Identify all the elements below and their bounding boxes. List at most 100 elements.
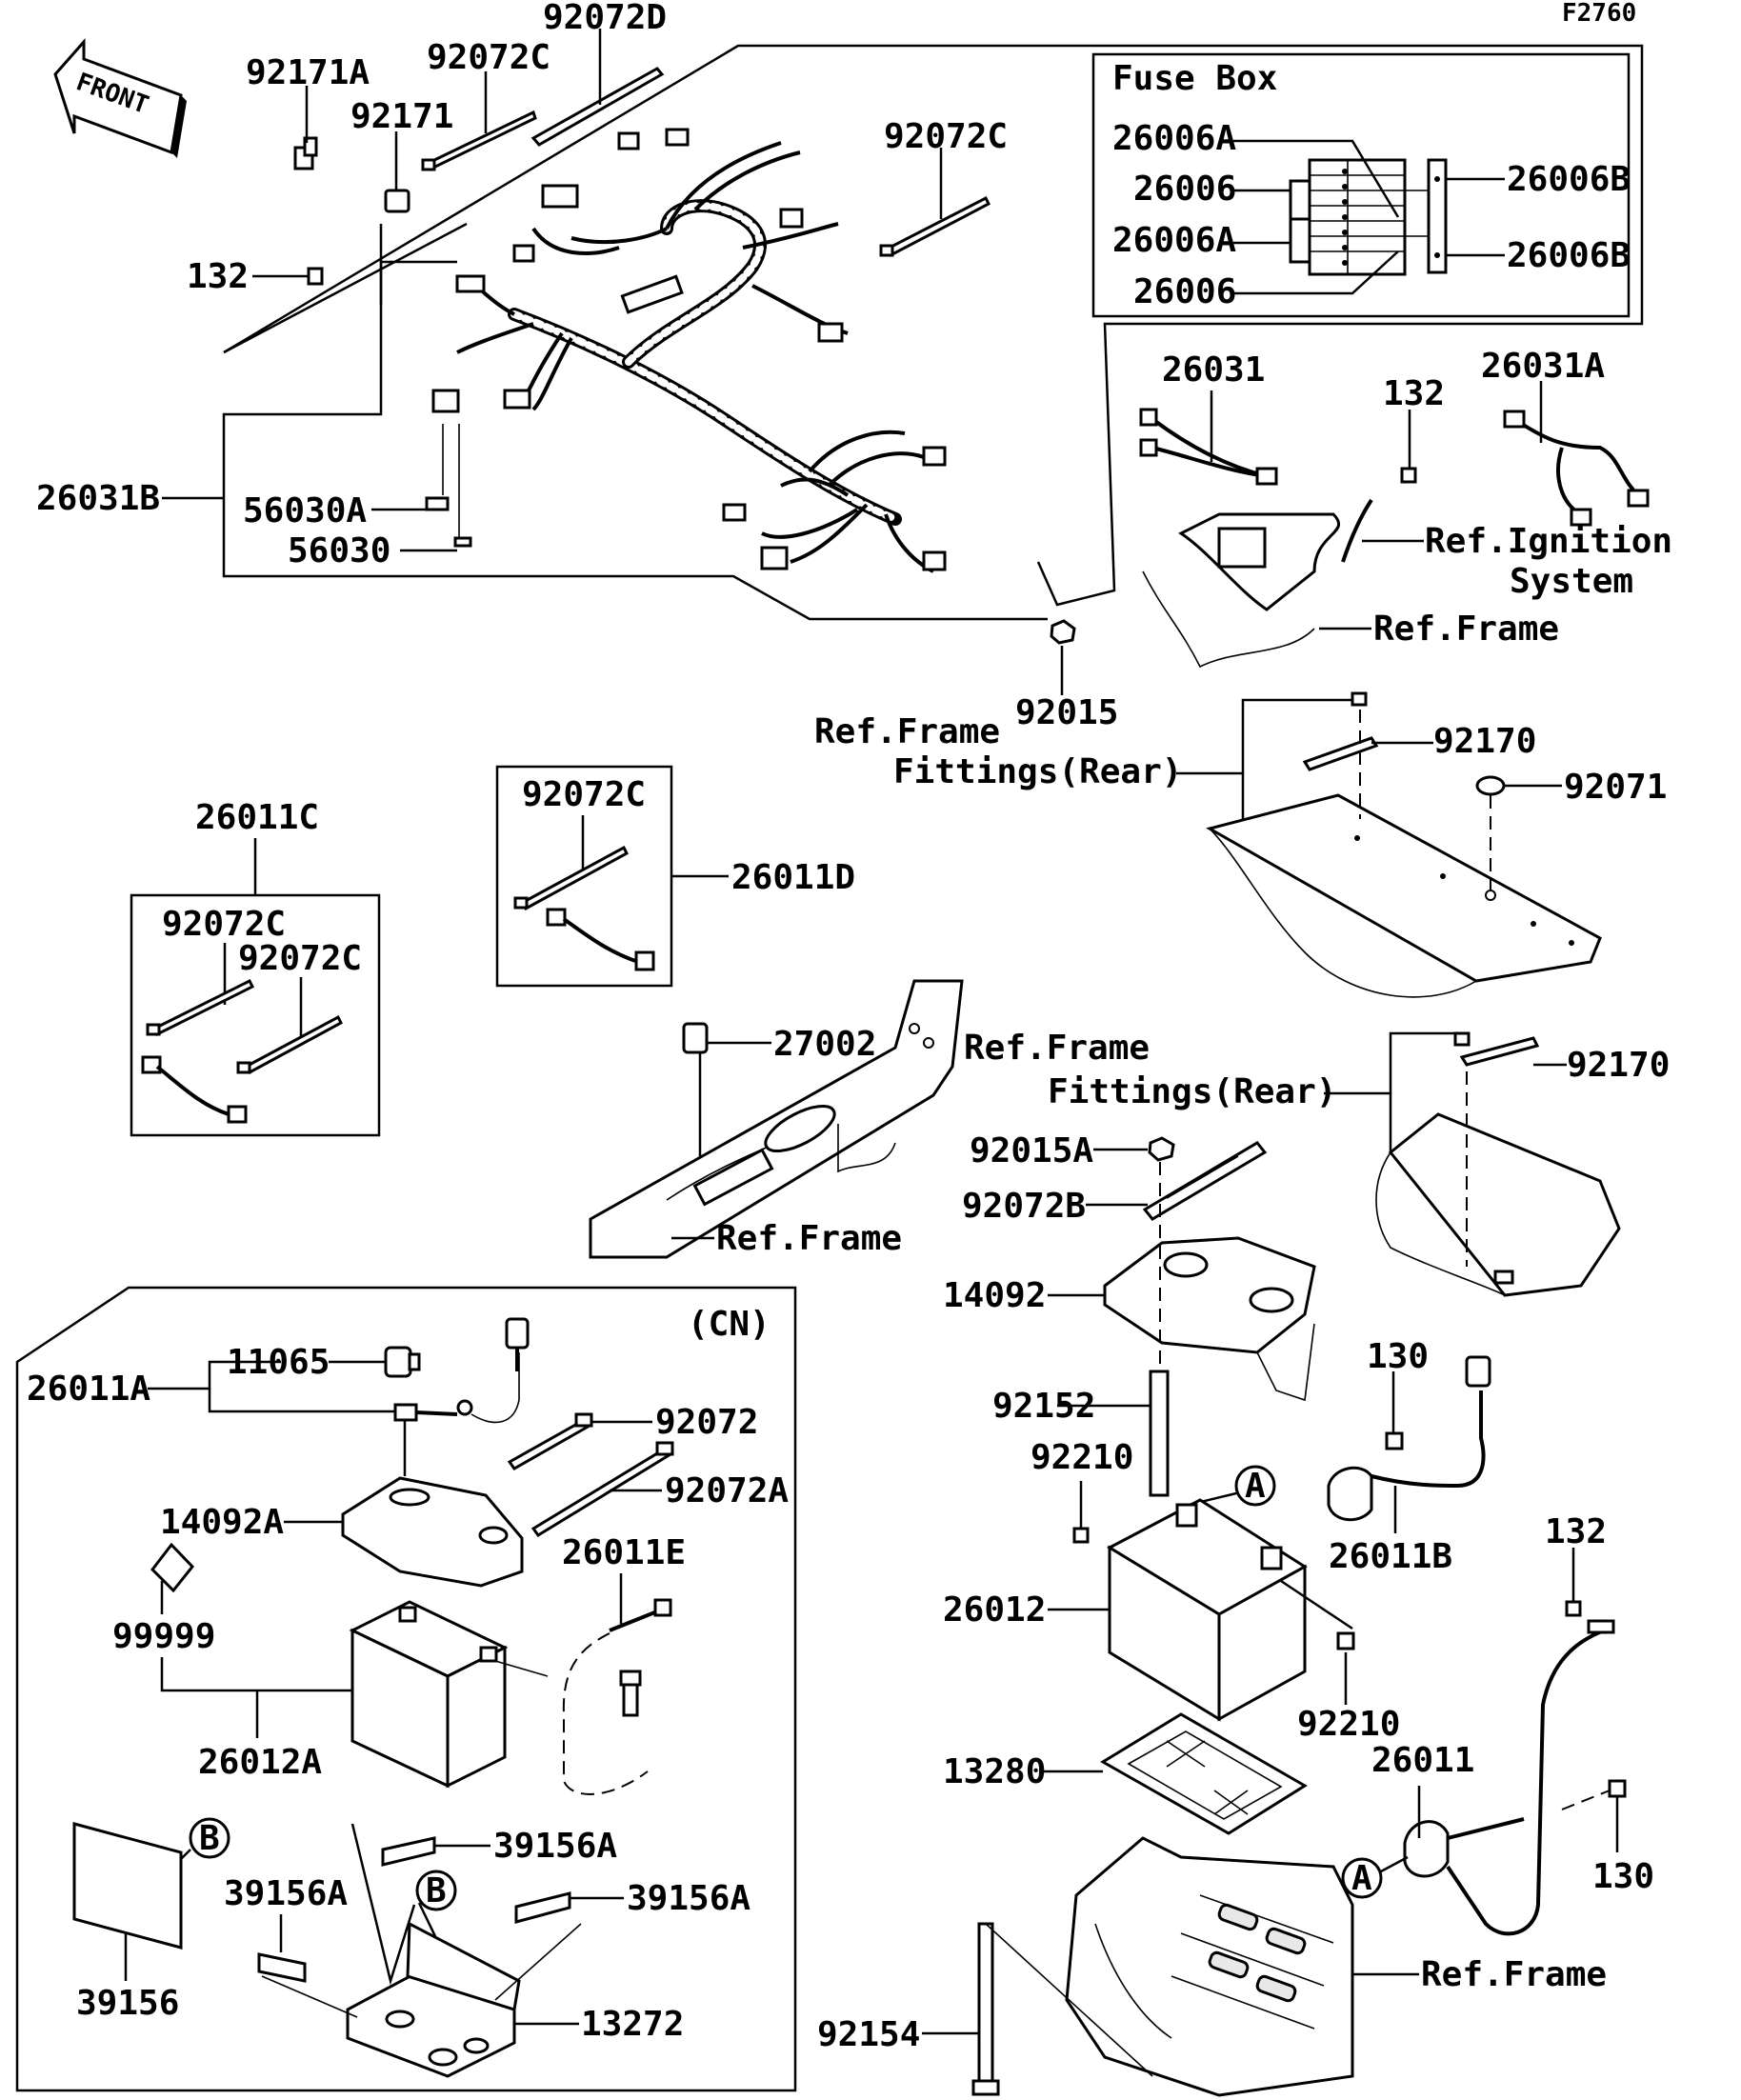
callout-130-b: 130: [1592, 1857, 1654, 1896]
callout-132-right: 132: [1545, 1512, 1607, 1551]
fuse-label-26006A-1: 26006A: [1112, 119, 1236, 158]
callout-92015: 92015: [1015, 693, 1118, 732]
rod-92152-icon: [1149, 1370, 1170, 1497]
circle-a-1-label: A: [1245, 1467, 1266, 1506]
group-26011C-frame: [130, 893, 381, 1137]
ref-frame-1: Ref.Frame: [1373, 610, 1559, 649]
callout-132-mid: 132: [1383, 374, 1445, 413]
cap-11065-icon: [384, 1346, 421, 1378]
ref-fittings-a-line1: Ref.Frame: [814, 712, 1000, 751]
strap-92170-a-icon: [1302, 691, 1379, 771]
tie-92072C-top-icon: [421, 110, 537, 171]
callout-26012A: 26012A: [198, 1743, 322, 1782]
battery-26012-icon: [1106, 1498, 1308, 1722]
ref-fittings-b-line2: Fittings(Rear): [1048, 1072, 1336, 1111]
callout-39156A-b: 39156A: [224, 1874, 348, 1913]
ref-frame-2: Ref.Frame: [716, 1219, 902, 1258]
sheet-39156-icon: [72, 1822, 183, 1950]
fuse-label-26006B-2: 26006B: [1507, 236, 1631, 275]
callout-92072D: 92072D: [543, 0, 667, 37]
cable-26011-icon: [1403, 1619, 1615, 1936]
callout-92072C-d: 92072C: [522, 775, 646, 814]
cover-14092A-icon: [341, 1476, 524, 1588]
battery-holder-14092-icon: [1103, 1236, 1316, 1402]
rear-fitting-plate-b-icon: [1375, 1112, 1621, 1297]
callout-11065: 11065: [227, 1343, 330, 1382]
fuse-label-26006A-2: 26006A: [1112, 221, 1236, 260]
relay-27002-icon: [682, 1022, 709, 1054]
callout-92171A: 92171A: [246, 53, 370, 92]
washer-92210-b-icon: [1336, 1631, 1355, 1650]
ref-fittings-a-line2: Fittings(Rear): [893, 752, 1182, 791]
label-99999-icon: [150, 1542, 194, 1593]
callout-13272: 13272: [581, 2005, 684, 2044]
bracket-56030A-icon: [425, 496, 450, 511]
cable-26011A-icon: [393, 1317, 530, 1424]
callout-56030: 56030: [288, 531, 390, 570]
callout-56030A: 56030A: [243, 491, 367, 530]
circle-b-2-label: B: [426, 1871, 447, 1910]
callout-26011B: 26011B: [1329, 1537, 1452, 1576]
bolt-92154-icon: [971, 1922, 1000, 2096]
callout-26031B: 26031B: [36, 479, 160, 518]
bolt-130-b-icon: [1608, 1779, 1627, 1798]
bolt-132-mid-icon: [1400, 467, 1417, 484]
callout-39156A-a: 39156A: [493, 1827, 617, 1866]
pad-39156A-a-icon: [381, 1836, 436, 1867]
fuse-block-icon: [1289, 158, 1448, 276]
callout-26011E: 26011E: [562, 1533, 686, 1572]
callout-92072C-right: 92072C: [884, 117, 1008, 156]
cn-box-title: (CN): [688, 1305, 770, 1344]
front-arrow-icon: FRONT: [53, 38, 187, 158]
callout-39156: 39156: [76, 1984, 179, 2023]
pad-39156A-c-icon: [514, 1891, 571, 1924]
callout-13280: 13280: [943, 1752, 1046, 1791]
callout-92170-b: 92170: [1567, 1046, 1670, 1085]
harness-group-outline: [223, 44, 1644, 607]
bolt-132-right-icon: [1565, 1600, 1582, 1617]
callout-92210-a: 92210: [1031, 1438, 1133, 1477]
callout-27002: 27002: [773, 1025, 876, 1064]
bracket-56030-icon: [453, 536, 472, 548]
callout-92072C-c1: 92072C: [162, 905, 286, 944]
bolt-130-a-icon: [1385, 1431, 1404, 1450]
fuse-label-26006-2: 26006: [1133, 272, 1236, 311]
frame-bracket-ignition-icon: [1142, 498, 1373, 669]
callout-26031A: 26031A: [1481, 347, 1605, 386]
callout-39156A-c: 39156A: [627, 1879, 750, 1918]
sub-harness-26031-icon: [1139, 408, 1278, 486]
fuse-label-26006B-1: 26006B: [1507, 160, 1631, 199]
battery-26012A-icon: [349, 1600, 549, 1789]
ref-ignition-line2: System: [1510, 562, 1633, 601]
grommet-92071-icon: [1475, 775, 1506, 796]
callout-26031: 26031: [1162, 350, 1265, 390]
tray-13280-icon: [1100, 1712, 1308, 1835]
callout-92210-b: 92210: [1297, 1705, 1400, 1744]
main-wiring-harness: [431, 128, 947, 573]
callout-26011C: 26011C: [195, 798, 319, 837]
clip-92171-icon: [384, 189, 410, 213]
callout-14092: 14092: [943, 1276, 1046, 1315]
tie-92072-icon: [507, 1412, 593, 1470]
callout-26011: 26011: [1371, 1741, 1474, 1780]
callout-92171: 92171: [350, 97, 453, 136]
fuse-box-title: Fuse Box: [1112, 59, 1277, 98]
callout-132-left: 132: [187, 257, 249, 296]
rear-fitting-plate-a-icon: [1206, 793, 1602, 998]
tie-26011D-icon: [513, 845, 655, 971]
bolt-132-left-icon: [307, 267, 324, 286]
callout-92170-a: 92170: [1433, 722, 1536, 761]
cable-26011E-icon: [562, 1598, 672, 1795]
callout-92072C-c2: 92072C: [238, 939, 362, 978]
figure-code: F2760: [1562, 0, 1636, 28]
frame-member-middle-icon: [589, 979, 964, 1259]
ties-26011C-icon: [141, 978, 343, 1124]
nut-92015-icon: [1050, 619, 1076, 645]
callout-92072B: 92072B: [962, 1187, 1086, 1226]
pad-39156A-b-icon: [257, 1952, 307, 1983]
circle-a-2: A: [1341, 1857, 1383, 1899]
cn-box-frame: [15, 1286, 797, 2092]
circle-a-1: A: [1234, 1465, 1276, 1507]
clip-92171A-icon: [293, 136, 318, 170]
